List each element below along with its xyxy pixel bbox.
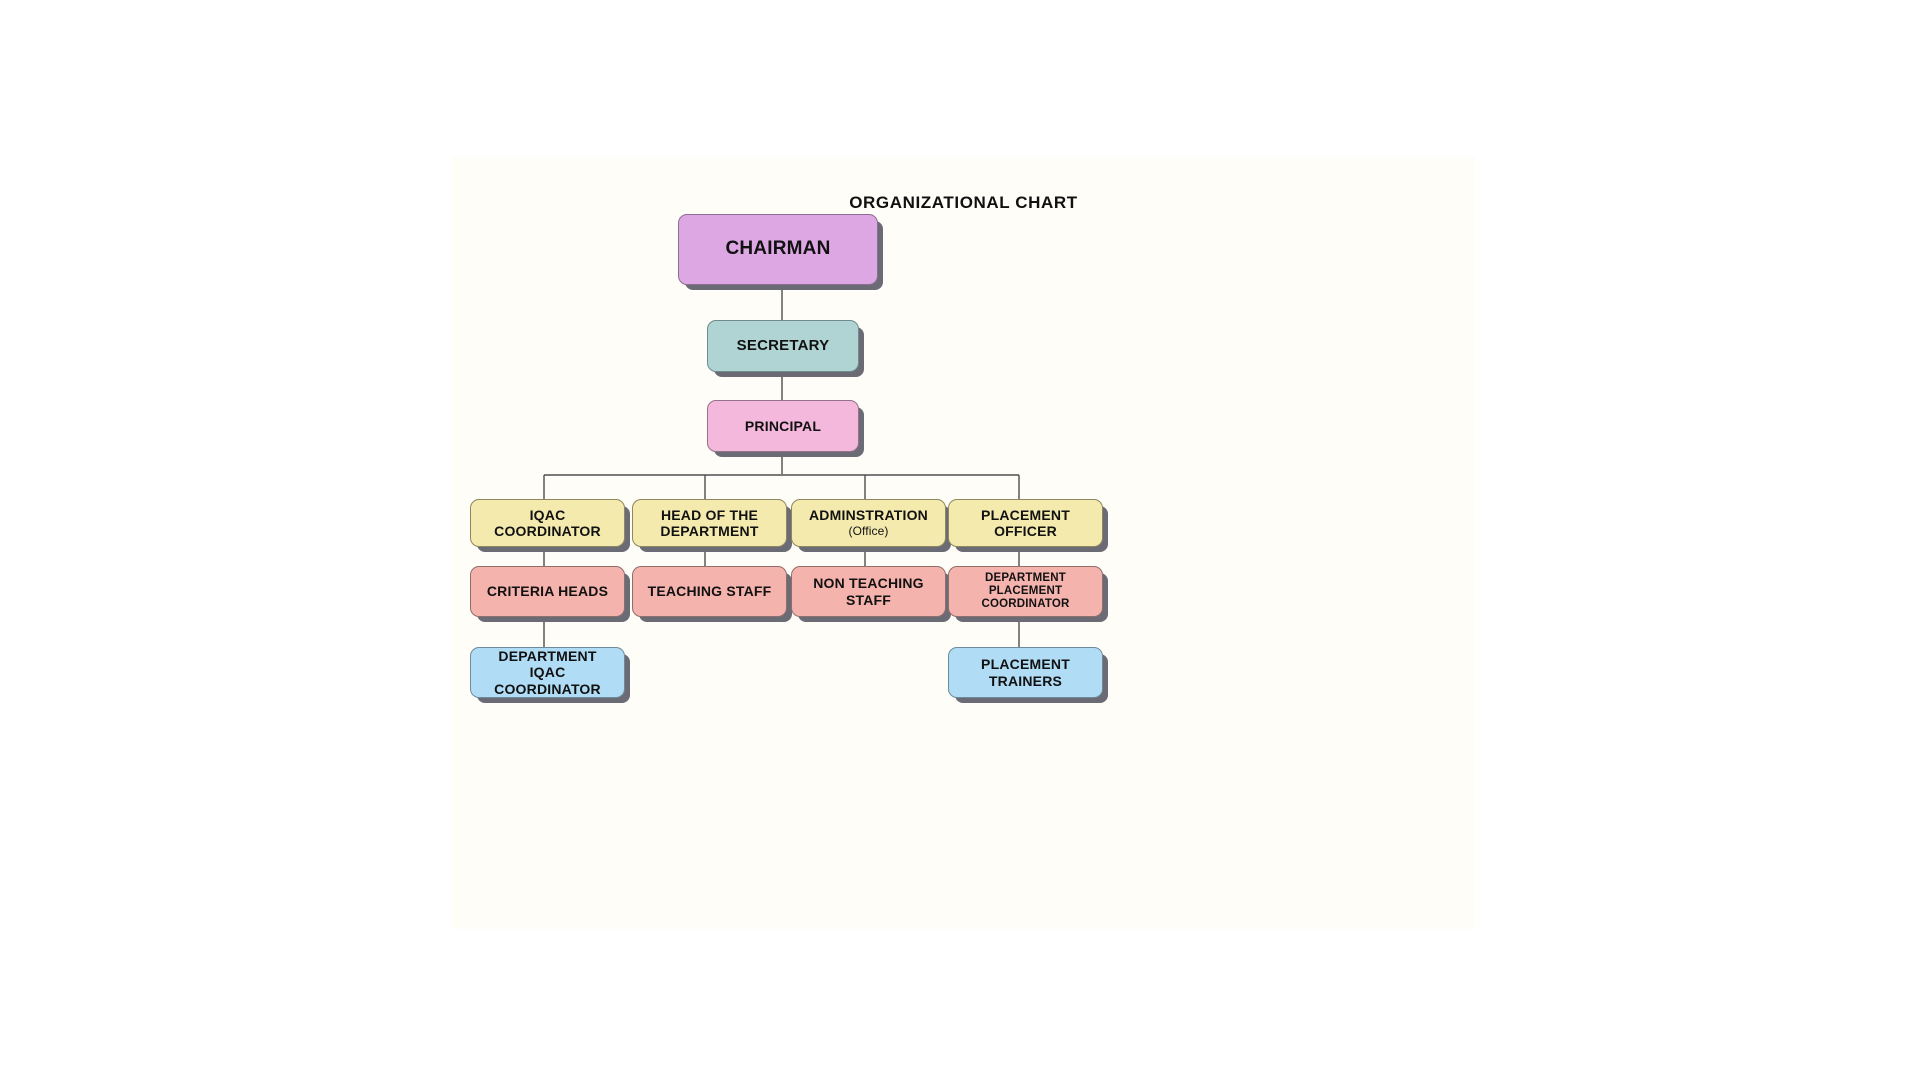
- node-administration-label: ADMINSTRATION: [809, 506, 928, 523]
- node-department-placement-coordinator-label: DEPARTMENT PLACEMENT COORDINATOR: [981, 571, 1070, 611]
- node-placement-officer[interactable]: PLACEMENT OFFICER: [948, 499, 1103, 547]
- node-iqac-coordinator-label: IQAC COORDINATOR: [494, 506, 601, 539]
- node-chairman-label: CHAIRMAN: [725, 238, 831, 260]
- node-chairman[interactable]: CHAIRMAN: [678, 214, 878, 285]
- node-iqac-coordinator[interactable]: IQAC COORDINATOR: [470, 499, 625, 547]
- node-non-teaching-staff[interactable]: NON TEACHING STAFF: [791, 566, 946, 617]
- node-secretary-label: SECRETARY: [736, 337, 830, 355]
- node-non-teaching-staff-label: NON TEACHING STAFF: [813, 575, 924, 608]
- node-teaching-staff-label: TEACHING STAFF: [647, 583, 772, 600]
- node-administration[interactable]: ADMINSTRATION (Office): [791, 499, 946, 547]
- node-criteria-heads-label: CRITERIA HEADS: [486, 583, 609, 600]
- node-placement-trainers-label: PLACEMENT TRAINERS: [981, 656, 1070, 689]
- node-department-iqac-coordinator[interactable]: DEPARTMENT IQAC COORDINATOR: [470, 647, 625, 698]
- node-principal[interactable]: PRINCIPAL: [707, 400, 859, 452]
- node-teaching-staff[interactable]: TEACHING STAFF: [632, 566, 787, 617]
- node-department-iqac-coordinator-label: DEPARTMENT IQAC COORDINATOR: [494, 648, 601, 697]
- page-title: ORGANIZATIONAL CHART: [849, 193, 1078, 212]
- node-secretary[interactable]: SECRETARY: [707, 320, 859, 372]
- node-head-of-department[interactable]: HEAD OF THE DEPARTMENT: [632, 499, 787, 547]
- node-administration-sublabel: (Office): [848, 524, 889, 539]
- node-principal-label: PRINCIPAL: [744, 417, 822, 434]
- node-placement-trainers[interactable]: PLACEMENT TRAINERS: [948, 647, 1103, 698]
- node-placement-officer-label: PLACEMENT OFFICER: [981, 506, 1070, 539]
- node-head-of-department-label: HEAD OF THE DEPARTMENT: [660, 506, 759, 539]
- node-criteria-heads[interactable]: CRITERIA HEADS: [470, 566, 625, 617]
- org-chart-canvas: ORGANIZATIONAL CHART: [452, 157, 1475, 929]
- node-department-placement-coordinator[interactable]: DEPARTMENT PLACEMENT COORDINATOR: [948, 566, 1103, 617]
